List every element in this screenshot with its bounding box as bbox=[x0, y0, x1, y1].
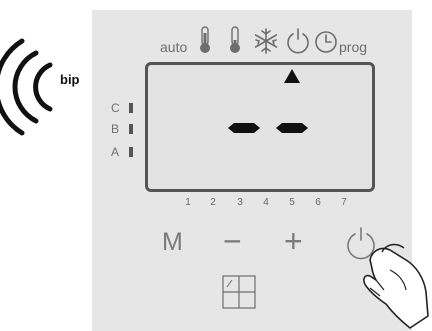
pressing-hand-icon bbox=[363, 243, 429, 329]
mode-button[interactable]: M bbox=[162, 228, 183, 256]
lcd-screen bbox=[145, 62, 375, 192]
day-3: 3 bbox=[237, 197, 243, 208]
auto-mode-label: auto bbox=[160, 39, 188, 55]
power-icon bbox=[287, 28, 309, 54]
mode-pointer-icon bbox=[284, 69, 300, 83]
day-1: 1 bbox=[185, 197, 191, 208]
level-label-c: C bbox=[111, 101, 120, 115]
bip-label: bip bbox=[60, 72, 80, 87]
clock-icon bbox=[315, 31, 337, 53]
level-label-b: B bbox=[111, 122, 120, 136]
level-bar-b bbox=[129, 124, 133, 134]
prog-mode-label: prog bbox=[339, 39, 368, 55]
thermometer-comfort-icon bbox=[200, 26, 210, 53]
level-bar-a bbox=[129, 147, 133, 157]
minus-button[interactable]: − bbox=[223, 223, 242, 259]
thermometer-eco-icon bbox=[230, 26, 240, 53]
level-bar-c bbox=[129, 103, 133, 113]
power-button[interactable] bbox=[344, 226, 378, 260]
frost-icon bbox=[254, 28, 278, 54]
sound-waves-icon bbox=[0, 38, 53, 136]
window-icon-button[interactable] bbox=[222, 275, 256, 309]
day-7: 7 bbox=[341, 197, 347, 208]
level-label-a: A bbox=[111, 145, 120, 159]
day-6: 6 bbox=[315, 197, 321, 208]
day-5: 5 bbox=[289, 197, 295, 208]
dash-readout bbox=[228, 123, 308, 133]
day-4: 4 bbox=[263, 197, 269, 208]
day-2: 2 bbox=[210, 197, 216, 208]
plus-button[interactable]: + bbox=[284, 223, 303, 259]
